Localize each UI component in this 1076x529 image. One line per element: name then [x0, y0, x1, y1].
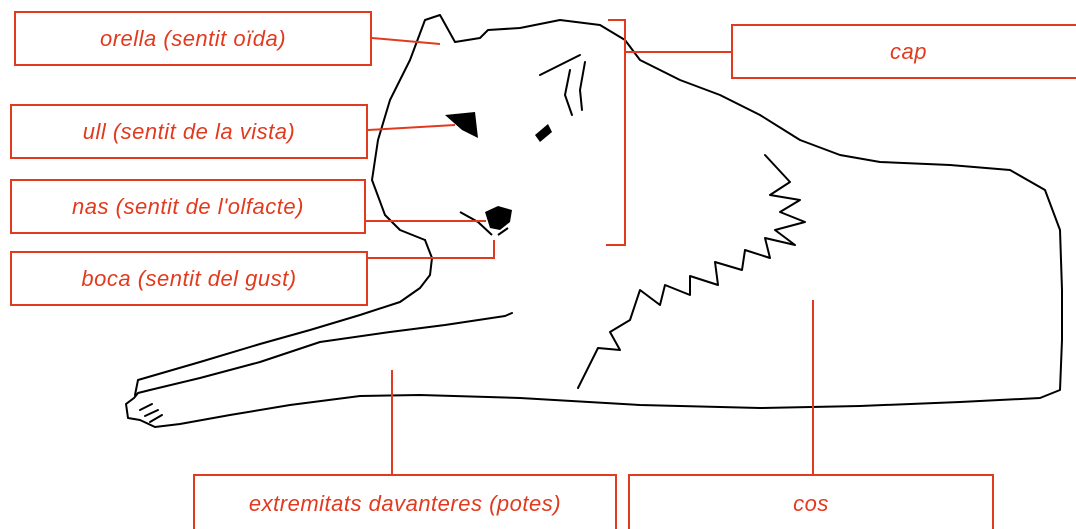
eye-right — [535, 124, 552, 142]
leader-boca — [368, 240, 495, 259]
leader-ull — [367, 124, 456, 131]
front-leg-upper-outline — [134, 239, 433, 396]
neck-fur — [577, 154, 806, 389]
ear-lines — [539, 54, 586, 116]
wolf-body-outline — [154, 19, 1063, 428]
label-boca: boca (sentit del gust) — [10, 251, 368, 306]
leader-orella — [371, 37, 441, 45]
label-cos: cos — [628, 474, 994, 529]
label-nas: nas (sentit de l'olfacte) — [10, 179, 366, 234]
label-ull: ull (sentit de la vista) — [10, 104, 368, 159]
front-paw-outline — [125, 312, 513, 428]
label-orella: orella (sentit oïda) — [14, 11, 372, 66]
label-cap: cap — [731, 24, 1076, 79]
eye-left — [445, 112, 478, 138]
label-potes: extremitats davanteres (potes) — [193, 474, 617, 529]
paw-toes — [139, 403, 163, 423]
cap-bracket — [606, 19, 626, 246]
head-outline — [371, 14, 456, 241]
nose — [485, 206, 512, 230]
